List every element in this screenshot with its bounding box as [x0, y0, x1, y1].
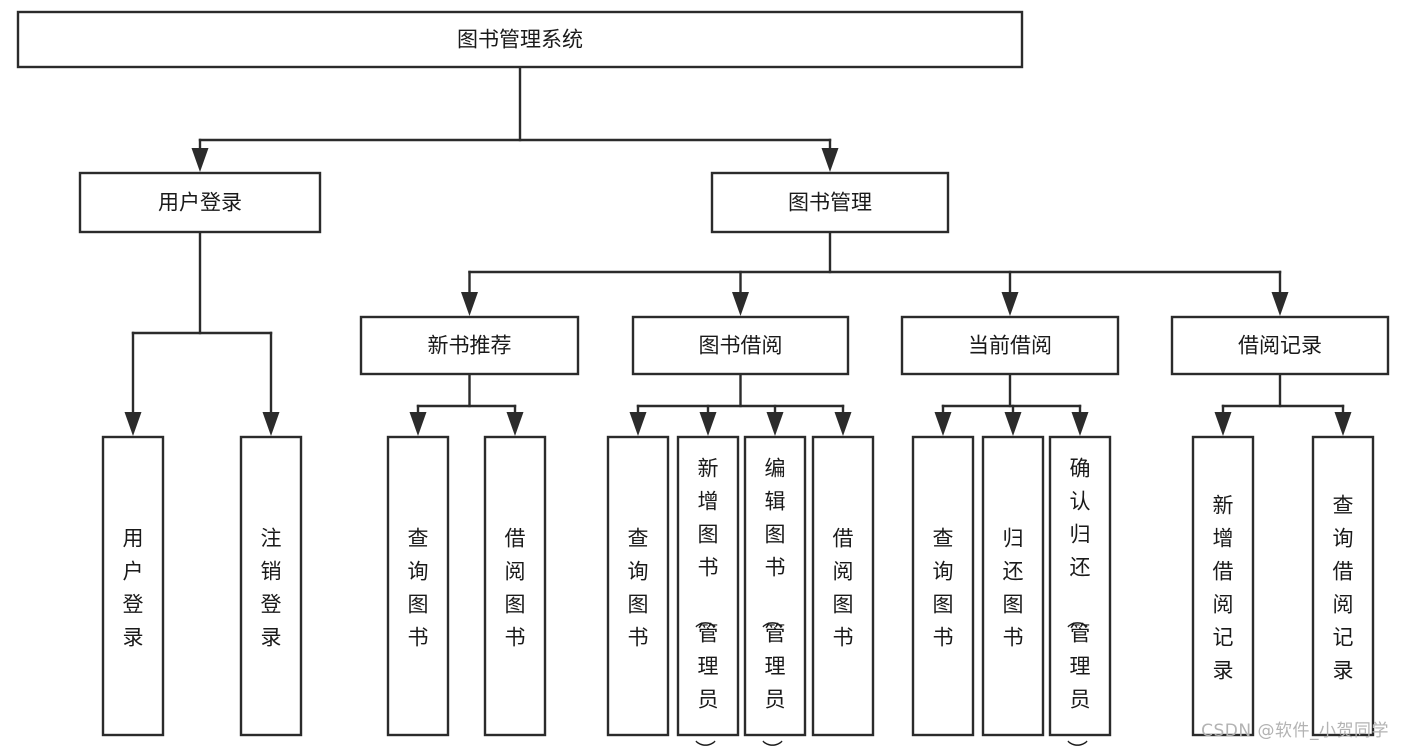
node-label: 借阅记录 — [1238, 334, 1322, 358]
node-leaf-leaf-user-login[interactable]: 用户登录 — [101, 435, 165, 737]
node-label: 注销登录 — [261, 527, 282, 650]
node-box — [359, 315, 580, 376]
arrow-head-icon — [1071, 412, 1089, 436]
node-label: 用户登录 — [123, 527, 144, 650]
node-box — [16, 10, 1024, 69]
node-label: 新书推荐 — [428, 334, 512, 358]
connector-layer — [124, 65, 1352, 436]
node-label: 查询图书 — [933, 527, 954, 650]
node-label: 归还图书 — [1003, 527, 1024, 650]
node-l3-current-borrow[interactable]: 当前借阅 — [900, 315, 1120, 376]
node-box — [710, 171, 950, 234]
node-label: 借阅图书 — [505, 527, 526, 650]
node-box — [1191, 435, 1255, 737]
arrow-head-icon — [699, 412, 717, 436]
node-box — [483, 435, 547, 737]
arrow-head-icon — [834, 412, 852, 436]
arrow-head-icon — [1271, 292, 1289, 316]
node-label: 当前借阅 — [968, 334, 1052, 358]
node-box — [981, 435, 1045, 737]
arrow-head-icon — [506, 412, 524, 436]
node-box — [101, 435, 165, 737]
node-l3-new-book-recommend[interactable]: 新书推荐 — [359, 315, 580, 376]
node-l2-book-management[interactable]: 图书管理 — [710, 171, 950, 234]
node-label: 新增图书（管理员） — [693, 456, 719, 747]
node-box — [631, 315, 850, 376]
node-label: 新增借阅记录 — [1213, 494, 1234, 683]
node-box — [606, 435, 670, 737]
node-box — [811, 435, 875, 737]
node-l3-book-borrow[interactable]: 图书借阅 — [631, 315, 850, 376]
node-leaf-leaf-edit-book[interactable]: 编辑图书（管理员） — [743, 435, 807, 747]
arrow-head-icon — [409, 412, 427, 436]
node-root-root[interactable]: 图书管理系统 — [16, 10, 1024, 69]
arrow-head-icon — [1004, 412, 1022, 436]
node-box — [900, 315, 1120, 376]
arrow-head-icon — [461, 292, 478, 316]
node-label: 查询图书 — [628, 527, 649, 650]
arrow-head-icon — [629, 412, 647, 436]
node-l2-user-login[interactable]: 用户登录 — [78, 171, 322, 234]
node-box — [239, 435, 303, 737]
csdn-watermark: CSDN @软件_小贺同学 — [1201, 721, 1389, 741]
node-box — [911, 435, 975, 737]
node-box — [386, 435, 450, 737]
node-leaf-leaf-query-book-3[interactable]: 查询图书 — [911, 435, 975, 737]
arrow-head-icon — [124, 412, 142, 436]
node-leaf-leaf-query-record[interactable]: 查询借阅记录 — [1311, 435, 1375, 737]
node-label: 查询图书 — [408, 527, 429, 650]
node-box — [676, 435, 740, 737]
node-leaf-leaf-user-logout[interactable]: 注销登录 — [239, 435, 303, 737]
node-label: 图书借阅 — [699, 334, 783, 358]
node-label: 借阅图书 — [833, 527, 854, 650]
arrow-head-icon — [1001, 292, 1019, 316]
node-label: 确认归还（管理员） — [1065, 456, 1091, 747]
node-leaf-leaf-query-book-1[interactable]: 查询图书 — [386, 435, 450, 737]
node-box — [743, 435, 807, 737]
arrow-head-icon — [1334, 412, 1352, 436]
node-label: 查询借阅记录 — [1333, 494, 1354, 683]
node-leaf-leaf-query-book-2[interactable]: 查询图书 — [606, 435, 670, 737]
arrow-head-icon — [821, 148, 839, 172]
node-leaf-leaf-confirm-return[interactable]: 确认归还（管理员） — [1048, 435, 1112, 747]
node-label: 用户登录 — [158, 191, 242, 215]
node-l3-borrow-record[interactable]: 借阅记录 — [1170, 315, 1390, 376]
node-leaf-leaf-return-book[interactable]: 归还图书 — [981, 435, 1045, 737]
arrow-head-icon — [1214, 412, 1232, 436]
node-box — [1048, 435, 1112, 737]
arrow-head-icon — [732, 292, 749, 316]
node-box — [1311, 435, 1375, 737]
node-box — [1170, 315, 1390, 376]
arrow-head-icon — [191, 148, 209, 172]
node-label: 编辑图书（管理员） — [760, 456, 786, 747]
arrow-head-icon — [766, 412, 784, 436]
node-leaf-leaf-borrow-book-1[interactable]: 借阅图书 — [483, 435, 547, 737]
node-label: 图书管理系统 — [457, 28, 583, 52]
node-label: 图书管理 — [788, 191, 872, 215]
node-leaf-leaf-borrow-book-2[interactable]: 借阅图书 — [811, 435, 875, 737]
node-box — [78, 171, 322, 234]
node-leaf-leaf-add-book[interactable]: 新增图书（管理员） — [676, 435, 740, 747]
arrow-head-icon — [934, 412, 952, 436]
arrow-head-icon — [262, 412, 280, 436]
node-layer: 图书管理系统用户登录图书管理新书推荐图书借阅当前借阅借阅记录用户登录注销登录查询… — [16, 10, 1390, 747]
node-leaf-leaf-add-record[interactable]: 新增借阅记录 — [1191, 435, 1255, 737]
